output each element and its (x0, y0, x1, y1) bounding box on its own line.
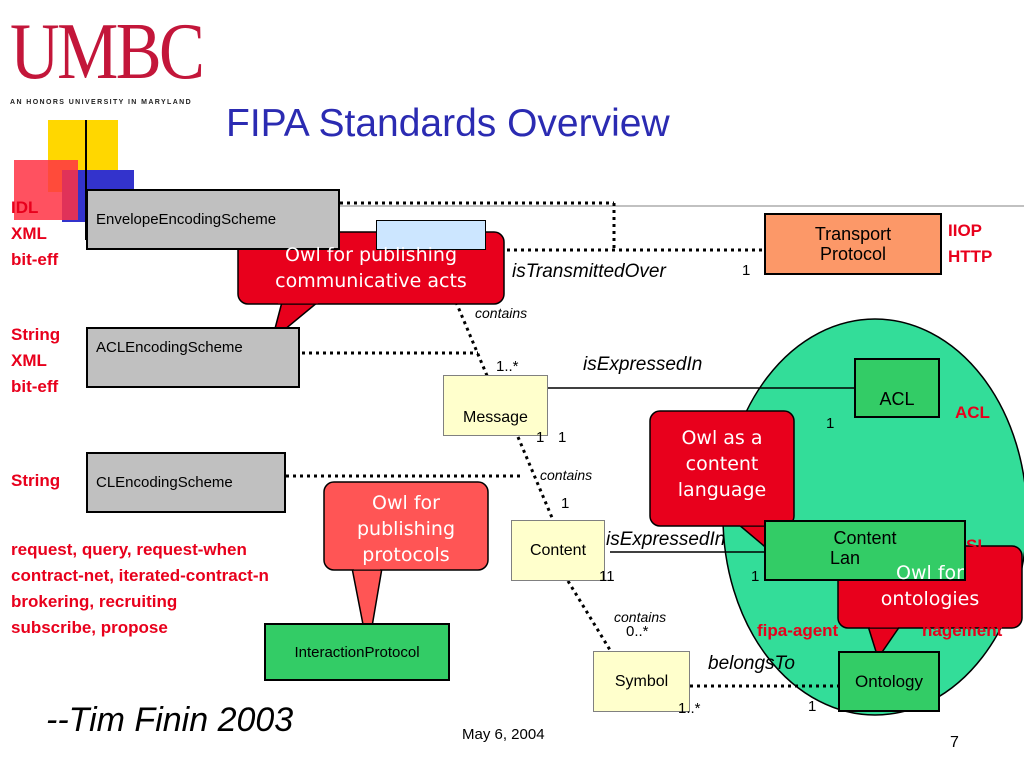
relation-belongs-to: belongsTo (708, 653, 795, 674)
protocol-line: contract-net, iterated-contract-n (11, 566, 269, 585)
content-language-label: Lan (829, 548, 861, 568)
callout-line: publishing (356, 518, 456, 540)
protocol-line: request, query, request-when (11, 540, 247, 559)
multiplicity-message-bottom: 1 (536, 429, 545, 446)
multiplicity-transport: 1 (742, 262, 751, 279)
symbol-box: Symbol (593, 651, 690, 712)
multiplicity-symbol-bottom: 1..* (678, 700, 701, 717)
connector-content-symbol (566, 580, 612, 651)
acl-encoding-label: ACLEncodingScheme (96, 339, 243, 356)
label-http: HTTP (948, 247, 993, 266)
relation-is-expressed-in: isExpressedIn (606, 529, 726, 550)
label-string: String (11, 325, 61, 344)
multiplicity-acl: 1 (826, 415, 835, 432)
acl-label: ACL (879, 389, 915, 409)
interaction-protocol-label: InteractionProtocol (294, 643, 420, 661)
callout-content-language: Owl as a content language (650, 425, 794, 503)
cl-formats: String (11, 468, 60, 494)
multiplicity-ontology: 1 (808, 698, 817, 715)
envelope-encoding-box: EnvelopeEncodingScheme (86, 189, 340, 250)
callout-acts: Owl for publishing communicative acts (238, 242, 504, 294)
acl-formats: String XML bit-eff (11, 322, 60, 400)
callout-protocols: Owl for publishing protocols (324, 490, 488, 568)
protocol-line: brokering, recruiting (11, 592, 178, 611)
callout-acts-shape (237, 231, 505, 343)
protocol-list: request, query, request-when contract-ne… (11, 537, 269, 641)
callout-line: Owl for (896, 562, 964, 584)
umbc-logo: UMBC (10, 8, 205, 96)
multiplicity-message-bottom: 1 (558, 429, 567, 446)
label-bit-eff: bit-eff (11, 250, 59, 269)
label-xml: XML (11, 224, 47, 243)
relation-contains: contains (540, 467, 593, 483)
content-language-box: Content Lan (764, 520, 966, 581)
deco-red-square (14, 160, 78, 220)
message-box: Message (443, 375, 548, 436)
relation-is-transmitted-over: isTransmittedOver (512, 261, 666, 282)
callout-line: communicative acts (275, 270, 467, 292)
page-title: FIPA Standards Overview (226, 102, 670, 145)
message-label: Message (463, 409, 528, 426)
cl-encoding-box: CLEncodingScheme (86, 452, 286, 513)
label-idl: IDL (11, 198, 39, 217)
label-bit-eff: bit-eff (11, 377, 59, 396)
multiplicity-message-top: 1..* (496, 358, 519, 375)
acl-encoding-box: ACLEncodingScheme (86, 327, 300, 388)
transport-protocol-box: Transport Protocol (764, 213, 942, 275)
callout-line: Owl for (372, 492, 440, 514)
multiplicity-symbol-top: 0..* (626, 623, 649, 640)
author-credit: --Tim Finin 2003 (46, 701, 294, 739)
callout-line: protocols (362, 544, 450, 566)
envelope-box (376, 220, 486, 250)
connector-msg-content (516, 436, 555, 521)
ontology-box: Ontology (838, 651, 940, 712)
callout-protocols-shape (323, 481, 489, 651)
footer-date: May 6, 2004 (462, 726, 545, 743)
content-box: Content (511, 520, 605, 581)
acl-box: ACL (854, 358, 940, 418)
protocol-label: Protocol (819, 244, 887, 264)
interaction-protocol-box: InteractionProtocol (264, 623, 450, 681)
ontology-label: Ontology (854, 671, 924, 691)
callout-ontologies: Owl for ontologies (838, 560, 1022, 612)
cl-encoding-label: CLEncodingScheme (96, 474, 233, 491)
logo-tagline: AN HONORS UNIVERSITY IN MARYLAND (10, 99, 193, 106)
relation-contains: contains (614, 609, 667, 625)
content-label: Content (529, 541, 587, 559)
protocol-line: subscribe, propose (11, 618, 168, 637)
callout-line: content (685, 453, 759, 475)
multiplicity-content-language: 1 (751, 568, 760, 585)
label-xml: XML (11, 351, 47, 370)
envelope-formats: IDL XML bit-eff (11, 195, 58, 273)
content-language-label: Content (833, 528, 897, 548)
label-iiop: IIOP (948, 221, 983, 240)
envelope-encoding-label: EnvelopeEncodingScheme (96, 211, 277, 228)
callout-line: ontologies (880, 588, 980, 610)
page-number: 7 (950, 734, 959, 751)
symbol-label: Symbol (614, 672, 669, 690)
acl-standard-label: ACL (955, 403, 990, 422)
callout-line: language (677, 479, 767, 501)
callout-line: Owl as a (681, 427, 763, 449)
transport-label: Transport (814, 224, 892, 244)
relation-is-expressed-in: isExpressedIn (583, 354, 703, 375)
callout-line: Owl for publishing (284, 244, 458, 266)
sl-standard-label: SL (966, 536, 988, 555)
management-label-left: fipa-agent (757, 621, 839, 640)
transport-formats: IIOP HTTP (948, 218, 992, 270)
management-label-right: nagement (922, 621, 1003, 640)
label-string: String (11, 471, 61, 490)
multiplicity-content-top: 1 (561, 495, 570, 512)
multiplicity-content-bottom: 11 (599, 568, 615, 585)
relation-contains: contains (475, 305, 528, 321)
